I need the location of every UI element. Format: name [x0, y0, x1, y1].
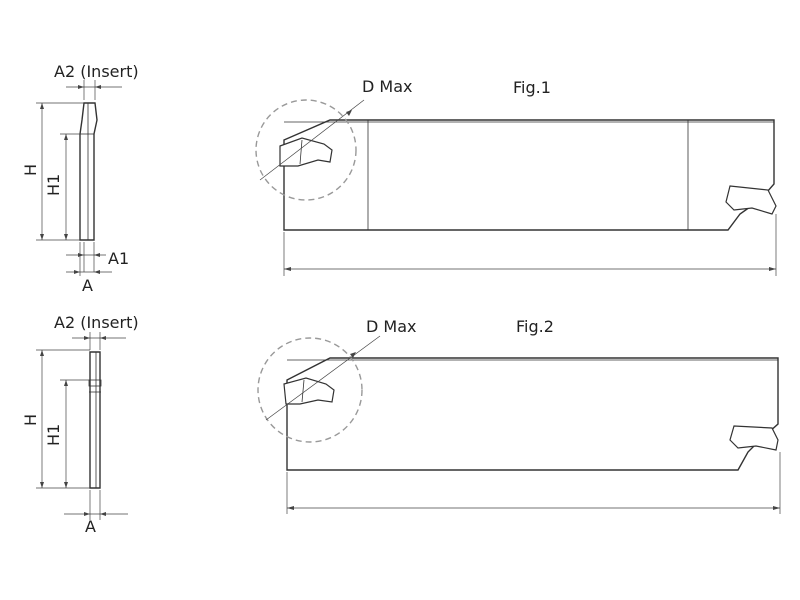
- fig1-title: Fig.1: [513, 78, 551, 97]
- hb-arrow-top: [40, 350, 44, 356]
- fig2-insert-right: [729, 425, 779, 451]
- fig1-insert-left: [279, 137, 333, 167]
- fig2-title: Fig.2: [516, 317, 554, 336]
- a1-arrow-left: [78, 253, 84, 257]
- h1b-arrow-bottom: [64, 482, 68, 488]
- a-arrow-left: [74, 270, 80, 274]
- a2b-arrow-left: [84, 336, 90, 340]
- a2-label: A2 (Insert): [54, 62, 139, 81]
- a1-arrow-right: [94, 253, 100, 257]
- fig1-len-arrow-left: [284, 267, 291, 271]
- fig2-body: [286, 357, 779, 471]
- h-label: H: [21, 164, 40, 176]
- fig2-detail-circle: [257, 337, 363, 443]
- side-view-bottom-body: [89, 351, 101, 489]
- h1-label: H1: [44, 174, 63, 196]
- fig1-dmax-leader: [259, 99, 365, 181]
- h1b-arrow-top: [64, 380, 68, 386]
- a1-label: A1: [108, 249, 129, 268]
- a2-arrow-left: [78, 85, 84, 89]
- h-arrow-bottom: [40, 234, 44, 240]
- fig1-dmax-arrow: [346, 110, 352, 116]
- side-view-bottom-insert-seat: [88, 379, 102, 387]
- side-view-top: A2 (Insert) H H1 A1 A: [21, 62, 139, 295]
- fig1-insert-left-edge: [299, 139, 303, 165]
- h1-arrow-bottom: [64, 234, 68, 240]
- a-label: A: [82, 276, 93, 295]
- fig1-dmax-label: D Max: [362, 77, 412, 96]
- fig2-dmax-label: D Max: [366, 317, 416, 336]
- ab-arrow-left: [84, 512, 90, 516]
- fig1-body: [283, 119, 775, 231]
- hb-label: H: [21, 414, 40, 426]
- h1-arrow-top: [64, 134, 68, 140]
- fig1-len-arrow-right: [769, 267, 776, 271]
- fig2-insert-left-edge: [301, 379, 305, 403]
- a2b-label: A2 (Insert): [54, 313, 139, 332]
- a2b-arrow-right: [100, 336, 106, 340]
- fig1-detail-circle: [255, 99, 357, 201]
- side-view-bottom: A2 (Insert) H H1 A: [21, 313, 139, 536]
- fig2-dmax-leader: [265, 335, 381, 421]
- fig2-len-arrow-left: [287, 506, 294, 510]
- a-arrow-right: [94, 270, 100, 274]
- ab-label: A: [85, 517, 96, 536]
- h-arrow-top: [40, 103, 44, 109]
- h1b-label: H1: [44, 424, 63, 446]
- fig2-insert-left: [283, 377, 335, 405]
- fig1-view: Fig.1 D Max: [255, 77, 777, 276]
- ab-arrow-right: [100, 512, 106, 516]
- fig2-dmax-arrow: [350, 352, 356, 358]
- fig1-insert-right: [725, 185, 777, 215]
- fig2-view: Fig.2 D Max: [257, 317, 781, 514]
- side-view-top-body: [79, 102, 98, 241]
- a2-arrow-right: [95, 85, 101, 89]
- fig2-len-arrow-right: [773, 506, 780, 510]
- hb-arrow-bottom: [40, 482, 44, 488]
